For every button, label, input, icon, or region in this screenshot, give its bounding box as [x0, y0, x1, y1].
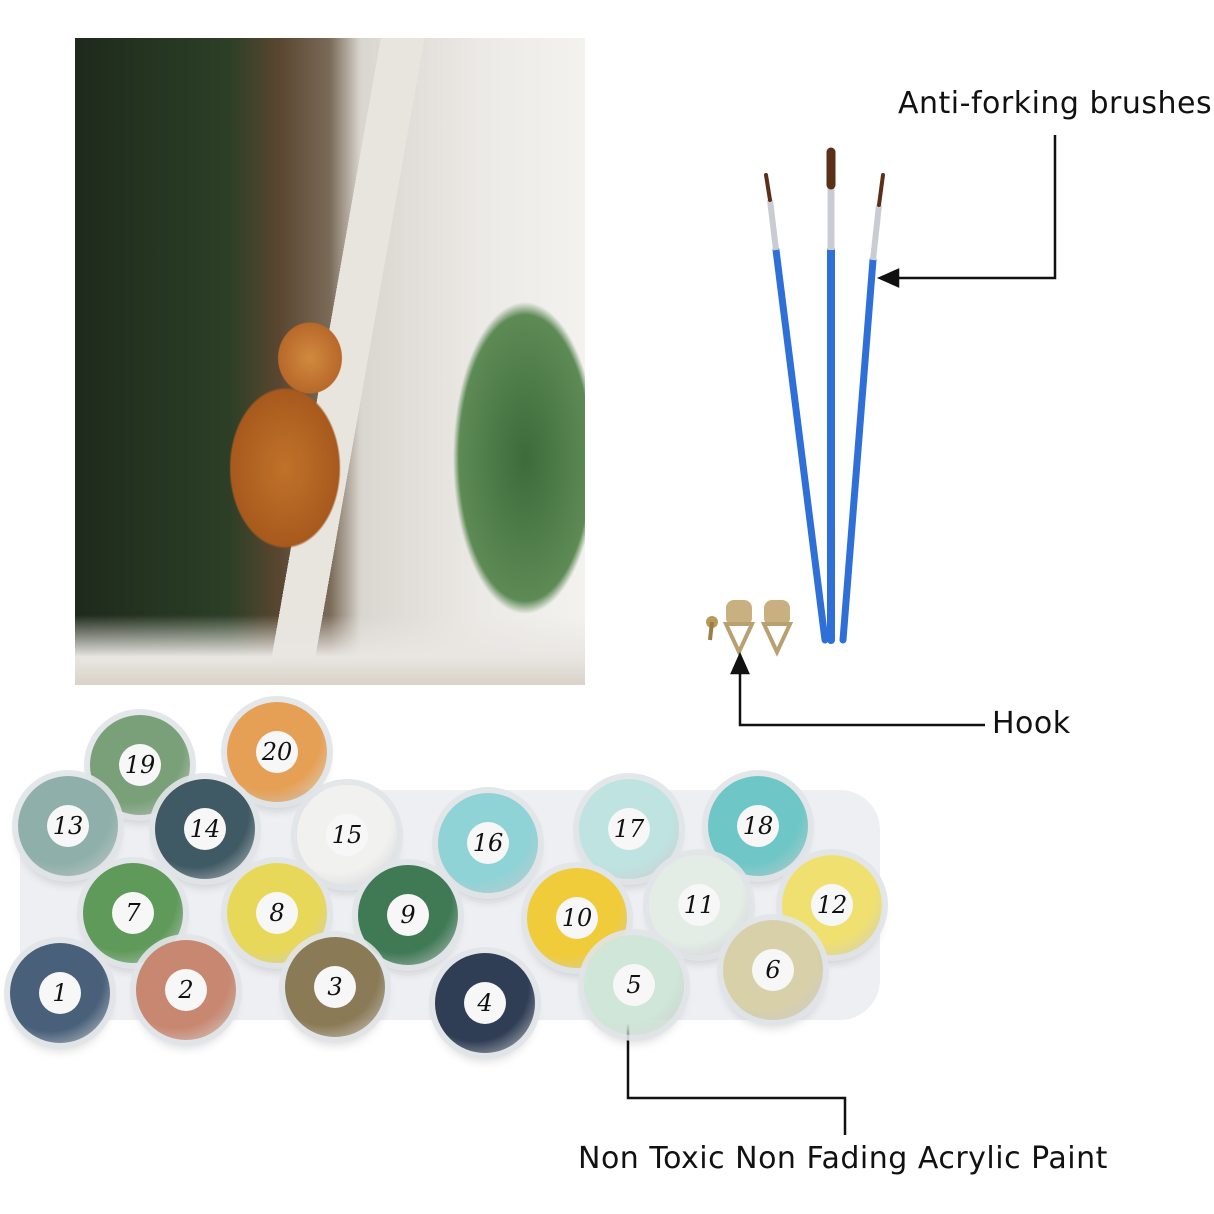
pot-number-label: 1	[39, 972, 81, 1014]
pot-number-label: 2	[165, 969, 207, 1011]
paint-pot: 16	[438, 793, 538, 893]
hook-arrow-icon	[730, 651, 750, 675]
sawtooth-hook-2	[760, 600, 794, 657]
pot-number-label: 20	[256, 731, 298, 773]
sawtooth-hook-1	[722, 600, 756, 657]
paint-pot: 14	[155, 779, 255, 879]
pot-number-label: 10	[556, 897, 598, 939]
paint-pot: 7	[83, 863, 183, 963]
brushes-callout-line	[895, 135, 1057, 280]
paint-pot: 13	[18, 776, 118, 876]
pot-number-label: 5	[613, 964, 655, 1006]
hooks	[706, 600, 794, 657]
brush-1	[764, 173, 829, 644]
paint-pot: 17	[579, 779, 679, 879]
paint-label: Non Toxic Non Fading Acrylic Paint	[578, 1141, 1108, 1176]
paint-callout-line	[626, 1000, 847, 1135]
pot-number-label: 6	[752, 949, 794, 991]
paint-brushes	[764, 147, 885, 644]
screw-icon	[706, 616, 718, 641]
paint-pot: 20	[227, 702, 327, 802]
paint-pot: 4	[435, 953, 535, 1053]
pot-number-label: 19	[119, 744, 161, 786]
pot-number-label: 12	[811, 884, 853, 926]
pot-number-label: 7	[112, 892, 154, 934]
paint-pot: 18	[708, 776, 808, 876]
pot-number-label: 9	[387, 894, 429, 936]
pot-number-label: 16	[467, 822, 509, 864]
pot-number-label: 3	[314, 966, 356, 1008]
hook-callout-line	[738, 670, 985, 727]
pot-number-label: 8	[256, 892, 298, 934]
pot-number-label: 4	[464, 982, 506, 1024]
paint-pot: 15	[297, 785, 397, 885]
hook-label: Hook	[992, 706, 1071, 741]
pot-number-label: 13	[47, 805, 89, 847]
paint-pot: 1	[10, 943, 110, 1043]
pot-number-label: 15	[326, 814, 368, 856]
pot-number-label: 14	[184, 808, 226, 850]
paint-pot: 2	[136, 940, 236, 1040]
pot-number-label: 18	[737, 805, 779, 847]
paint-pot: 11	[649, 855, 749, 955]
paint-pot: 9	[358, 865, 458, 965]
paint-pot: 5	[584, 935, 684, 1035]
brushes-arrow-icon	[876, 268, 900, 288]
brushes-label: Anti-forking brushes	[898, 86, 1213, 121]
pot-number-label: 11	[678, 884, 720, 926]
cat-christmas-painting	[75, 38, 585, 685]
paint-pot: 3	[285, 937, 385, 1037]
brush-3	[839, 173, 885, 644]
paint-pot: 6	[723, 920, 823, 1020]
pot-number-label: 17	[608, 808, 650, 850]
